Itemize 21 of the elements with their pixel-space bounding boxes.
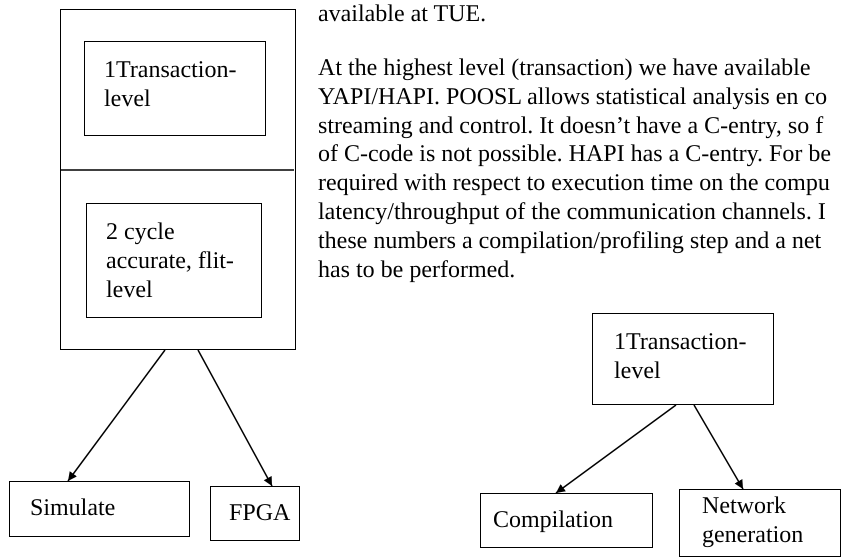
body-text: At the highest level (transaction) we have available bbox=[318, 54, 810, 83]
body-text: of C-code is not possible. HAPI has a C-entry. For be bbox=[318, 140, 832, 170]
body-text: streaming and control. It doesn’t have a C-entry, so f bbox=[318, 112, 824, 140]
process-box: 2 cycle accurate, flit-level bbox=[86, 203, 262, 318]
process-box: Compilation bbox=[480, 493, 653, 548]
body-text: these numbers a compilation/profiling step and a net bbox=[318, 226, 822, 256]
arrow bbox=[693, 404, 744, 490]
process-box: 1Transaction-level bbox=[592, 313, 774, 405]
process-box: Network generation bbox=[679, 489, 841, 557]
process-box: FPGA bbox=[210, 486, 300, 541]
arrow bbox=[556, 404, 676, 494]
process-box: 1Transaction-level bbox=[84, 41, 266, 136]
body-text: latency/throughput of the communication channels. I bbox=[318, 198, 826, 227]
arrow bbox=[67, 350, 166, 482]
body-text: available at TUE. bbox=[318, 0, 486, 29]
container-box bbox=[60, 9, 296, 350]
arrow bbox=[197, 350, 273, 486]
body-text: has to be performed. bbox=[318, 256, 516, 284]
process-box: Simulate bbox=[9, 481, 190, 537]
body-text: YAPI/HAPI. POOSL allows statistical analysis en co bbox=[318, 82, 828, 112]
body-text: required with respect to execution time on the compu bbox=[318, 169, 830, 198]
